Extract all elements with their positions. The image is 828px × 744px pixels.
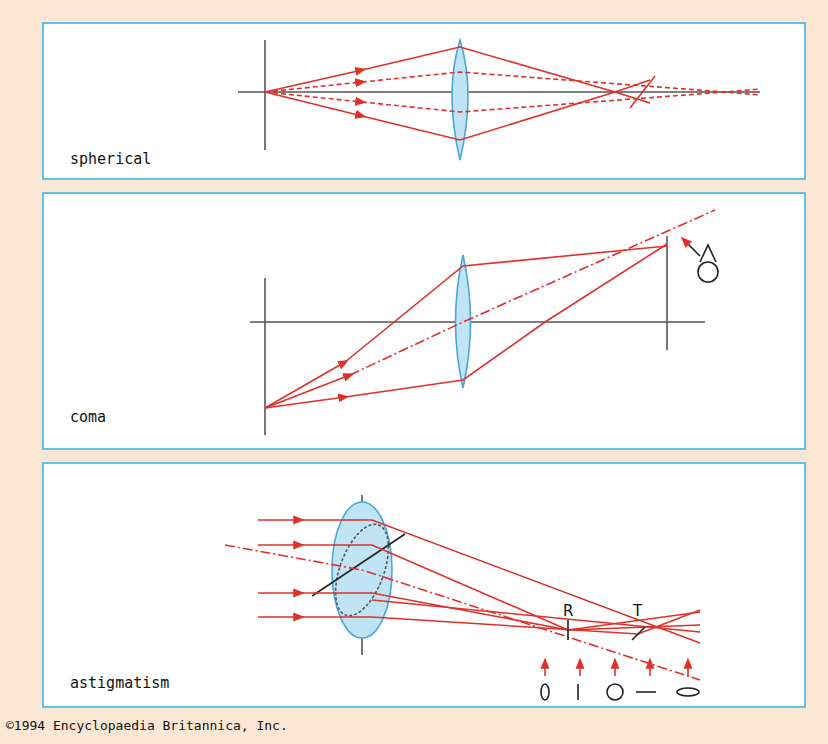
panel-caption: astigmatism [70,674,169,692]
figure-panel: coma [42,192,806,450]
panel-caption: spherical [70,150,151,168]
focal-label: T [633,602,642,620]
figure-panel: astigmatism [42,462,806,708]
focal-label: R [563,602,573,620]
panel-caption: coma [70,408,106,426]
figure-panel: spherical [42,22,806,180]
copyright-note: ©1994 Encyclopaedia Britannica, Inc. [6,718,288,733]
